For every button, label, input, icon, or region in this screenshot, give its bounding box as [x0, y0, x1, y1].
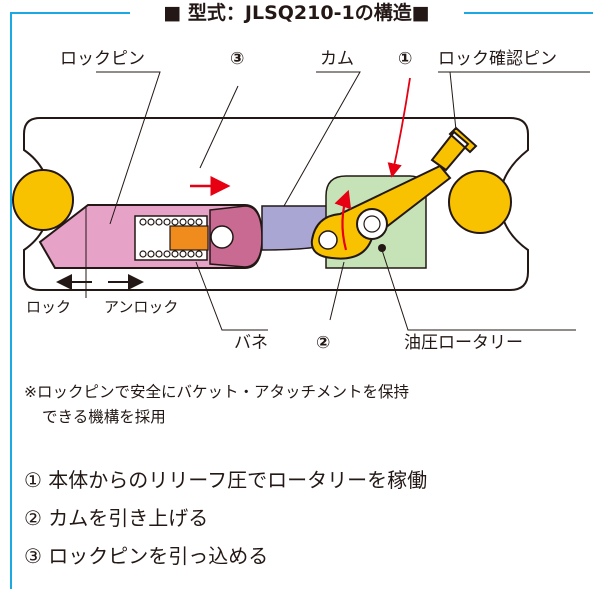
leader-cam [283, 71, 361, 207]
label-hydraulic-rotary: 油圧ロータリー [404, 333, 523, 353]
arm-pivot [318, 230, 338, 250]
step-3: ③ ロックピンを引っ込める [24, 544, 269, 568]
mechanism-diagram: ロックピン ③ カム ① ロック確認ピン ロック アンロック バネ ② 油圧ロー… [12, 49, 590, 353]
spring-coils [139, 218, 203, 258]
spring-plunger [169, 225, 209, 251]
label-lock-pin: ロックピン [60, 49, 145, 69]
diagram-title: ■ 型式：JLSQ210-1の構造■ [0, 0, 593, 26]
leader-spring [195, 261, 268, 331]
label-spring: バネ [234, 333, 268, 353]
rotary-shaft-inner [363, 215, 381, 233]
frame-left [10, 12, 12, 589]
label-cam: カム [320, 49, 354, 69]
rotary-marker [378, 244, 386, 252]
left-roller [12, 169, 74, 231]
note-line-2: できる機構を採用 [42, 408, 166, 426]
lock-check-pin [430, 126, 478, 172]
right-roller [448, 170, 512, 234]
label-unlock: アンロック [104, 298, 178, 316]
label-num-2: ② [316, 333, 330, 353]
leader-lock-pin [96, 71, 161, 225]
label-lock: ロック [26, 298, 71, 316]
label-lock-check-pin: ロック確認ピン [438, 49, 557, 69]
arrow-2-cam-lift [334, 189, 352, 251]
leader-2 [329, 261, 345, 321]
operation-steps: ① 本体からのリリーフ圧でロータリーを稼働 ② カムを引き上げる ③ ロックピン… [24, 461, 584, 575]
feature-note: ※ロックピンで安全にバケット・アタッチメントを保持 できる機構を採用 [24, 380, 584, 430]
step-2: ② カムを引き上げる [24, 506, 209, 530]
label-num-1: ① [398, 49, 412, 69]
arrow-1-rotation [387, 77, 411, 178]
frame-top-left [10, 12, 130, 14]
leader-lock-check-pin [438, 71, 590, 131]
label-num-3: ③ [230, 49, 244, 69]
frame-top-right [464, 12, 593, 14]
leader-3 [199, 85, 239, 169]
lock-pin-hole [210, 225, 234, 249]
note-line-1: ※ロックピンで安全にバケット・アタッチメントを保持 [24, 383, 409, 401]
leader-rotary [381, 249, 576, 331]
step-1: ① 本体からのリリーフ圧でロータリーを稼働 [24, 468, 428, 492]
